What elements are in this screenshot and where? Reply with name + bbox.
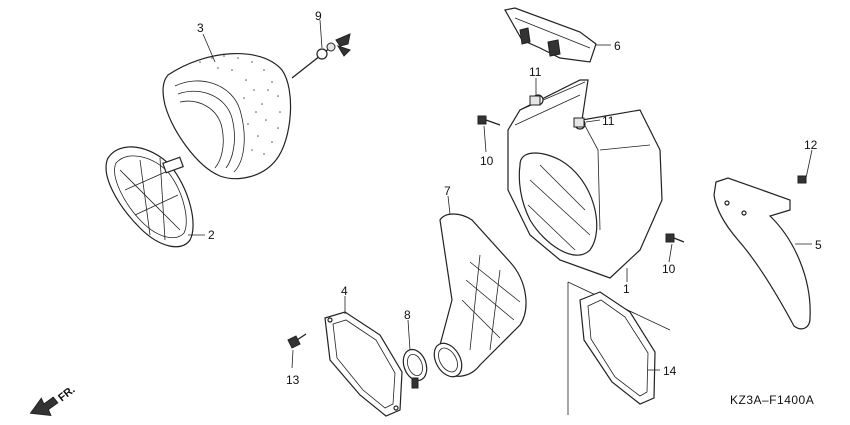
air-box-housing-part: [507, 79, 663, 279]
callout-1: 1: [623, 282, 630, 296]
wing-bolt-part: [291, 33, 351, 79]
callout-11-lower: 11: [602, 114, 615, 128]
callout-4: 4: [341, 284, 348, 298]
callout-8: 8: [404, 308, 411, 322]
foam-element-part: [162, 53, 292, 180]
callout-10-lower: 10: [662, 262, 676, 276]
intake-boot-part: [433, 213, 527, 378]
callout-3: 3: [197, 21, 204, 35]
screw-part: [287, 333, 307, 349]
callout-7: 7: [444, 184, 451, 198]
callout-9: 9: [315, 9, 322, 23]
filter-cage-part: [105, 146, 194, 248]
nut-parts: [529, 95, 585, 128]
callout-10-upper: 10: [480, 154, 494, 168]
upper-plate-part: [504, 7, 597, 63]
leader-lines: [188, 19, 813, 371]
callout-14: 14: [663, 364, 677, 378]
callout-5: 5: [815, 238, 822, 252]
callout-6: 6: [614, 39, 621, 53]
callout-2: 2: [208, 228, 215, 242]
mud-guard-part: [713, 175, 811, 330]
callout-12: 12: [804, 138, 818, 152]
gasket-14-part: [567, 281, 671, 415]
fr-arrow-icon: [29, 396, 59, 417]
diagram-code: KZ3A–F1400A: [730, 393, 815, 407]
gasket-4-part: [324, 311, 403, 417]
callout-11-upper: 11: [529, 65, 542, 79]
callout-13: 13: [286, 373, 300, 387]
clamp-part: [402, 348, 428, 389]
bolt-parts: [477, 115, 685, 243]
